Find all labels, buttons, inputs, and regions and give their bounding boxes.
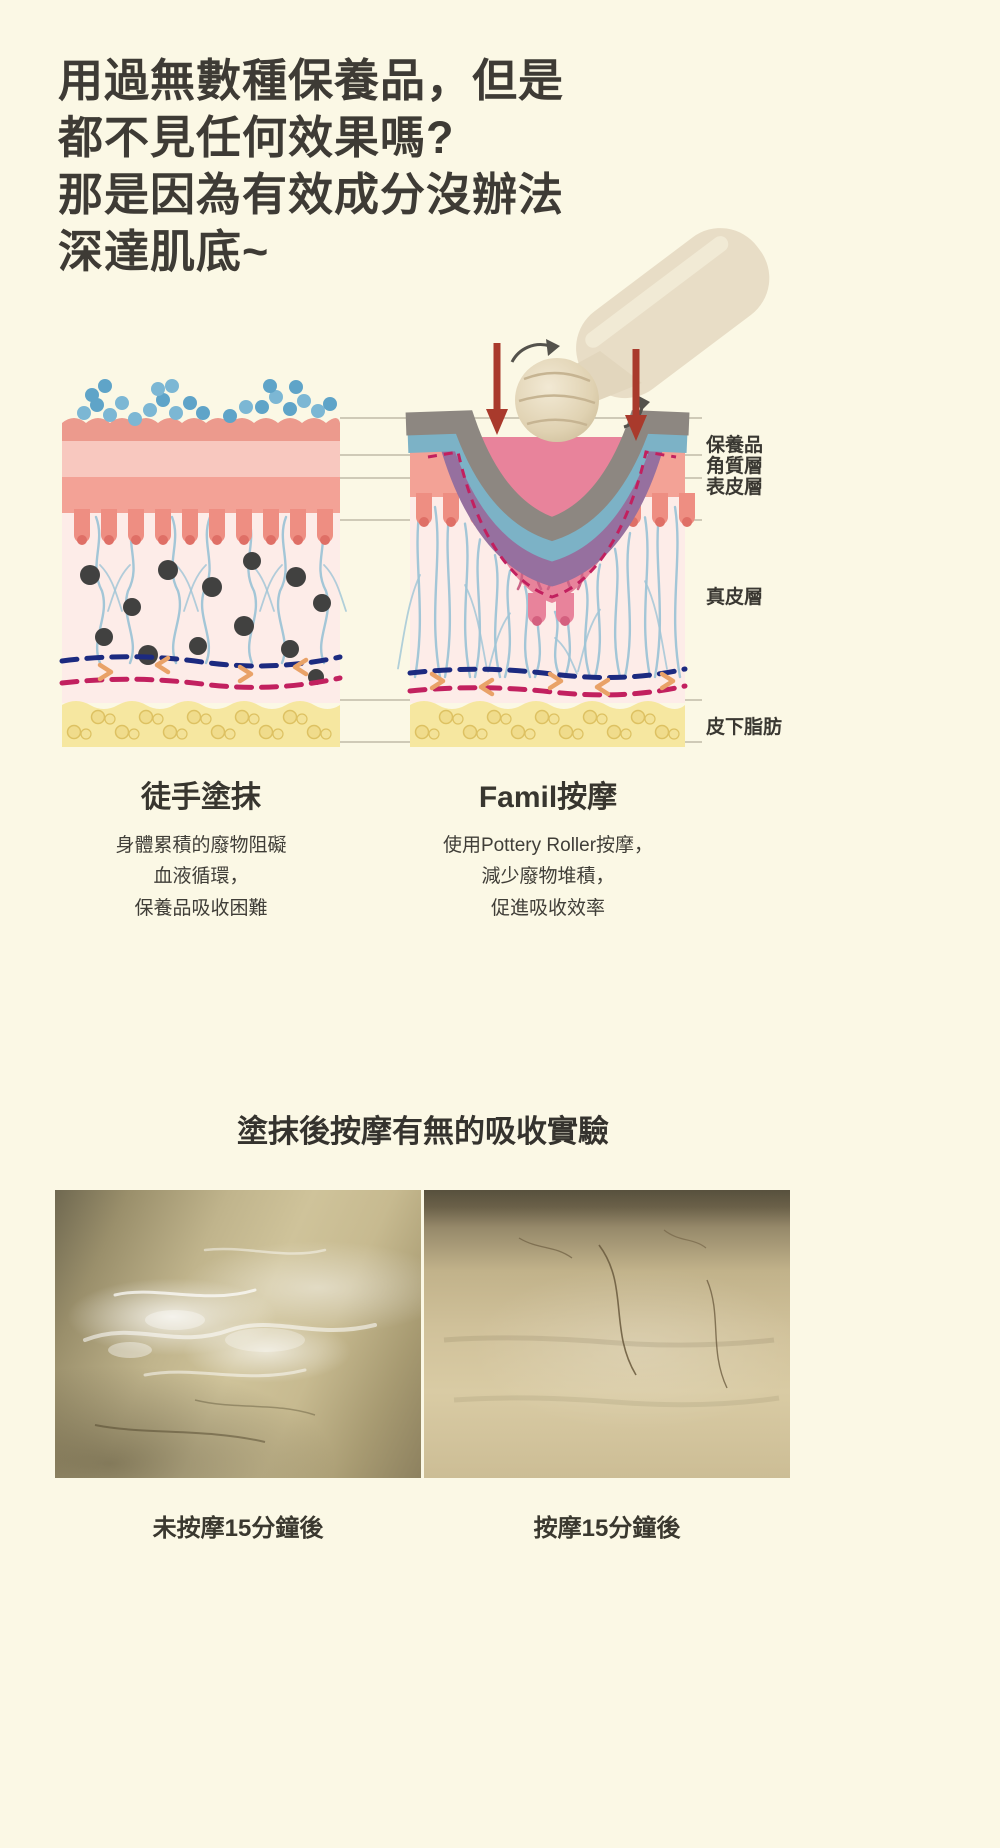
photo-caption-with-massage: 按摩15分鐘後 bbox=[533, 1515, 681, 1542]
bare-hand-caption: 徒手塗抹 身體累積的廢物阻礙 血液循環， 保養品吸收困難 bbox=[62, 772, 340, 924]
layer-label-dermis: 真皮層 bbox=[706, 587, 764, 608]
famil-massage-description: 使用Pottery Roller按摩， 減少廢物堆積， 促進吸收效率 bbox=[442, 835, 654, 919]
fat-layer-right bbox=[410, 701, 685, 747]
experiment-section-title: 塗抹後按摩有無的吸收實驗 bbox=[237, 1114, 609, 1149]
rotation-arrow-icon bbox=[510, 343, 551, 363]
product-particles-on-surface bbox=[77, 379, 337, 426]
skin-comparison-illustration bbox=[59, 228, 770, 747]
headline-line-4: 深達肌底~ bbox=[58, 226, 270, 277]
blood-vessels-right bbox=[397, 505, 682, 679]
fat-layer-left bbox=[62, 701, 340, 747]
layer-label-epidermis: 表皮層 bbox=[706, 477, 764, 498]
skin-comparison-diagram: 保養品 角質層 表皮層 真皮層 皮下脂肪 bbox=[0, 225, 1000, 765]
right-skin-block bbox=[397, 410, 695, 747]
famil-massage-caption: Famil按摩 使用Pottery Roller按摩， 減少廢物堆積， 促進吸收… bbox=[398, 772, 698, 924]
epidermis-ridges-left bbox=[74, 509, 333, 545]
pressed-epidermis-layer bbox=[439, 437, 665, 587]
headline-line-2: 都不見任何效果嗎? bbox=[58, 112, 455, 163]
layer-label-stratum-corneum: 角質層 bbox=[706, 456, 764, 477]
headline-line-3: 那是因為有效成分沒辦法 bbox=[58, 169, 565, 220]
bare-hand-title: 徒手塗抹 bbox=[141, 781, 261, 814]
pottery-roller-illustration bbox=[510, 228, 770, 442]
famil-massage-title: Famil按摩 bbox=[478, 781, 618, 814]
penetration-outline bbox=[427, 450, 677, 599]
skin-hairs-overlay bbox=[443, 1229, 780, 1408]
photo-caption-without-massage: 未按摩15分鐘後 bbox=[152, 1515, 324, 1542]
layer-label-subcutaneous-fat: 皮下脂肪 bbox=[706, 717, 783, 738]
skin-surface-left bbox=[62, 418, 340, 441]
bare-hand-description: 身體累積的廢物阻礙 血液循環， 保養品吸收困難 bbox=[115, 835, 287, 919]
gloss-streaks-overlay bbox=[83, 1247, 377, 1443]
pressure-arrows bbox=[486, 343, 647, 441]
pocket-ridges bbox=[528, 593, 574, 626]
headline: 用過無數種保養品，但是 都不見任何效果嗎? 那是因為有效成分沒辦法 深達肌底~ bbox=[58, 52, 564, 280]
flow-markers-right bbox=[429, 671, 676, 697]
flow-markers-left bbox=[97, 655, 309, 684]
headline-line-1: 用過無數種保養品，但是 bbox=[58, 55, 565, 106]
layer-label-product: 保養品 bbox=[706, 435, 764, 456]
photo-without-massage bbox=[55, 1190, 421, 1478]
photo-with-massage bbox=[424, 1190, 790, 1478]
left-skin-block bbox=[59, 379, 347, 747]
product-layer bbox=[405, 410, 690, 542]
